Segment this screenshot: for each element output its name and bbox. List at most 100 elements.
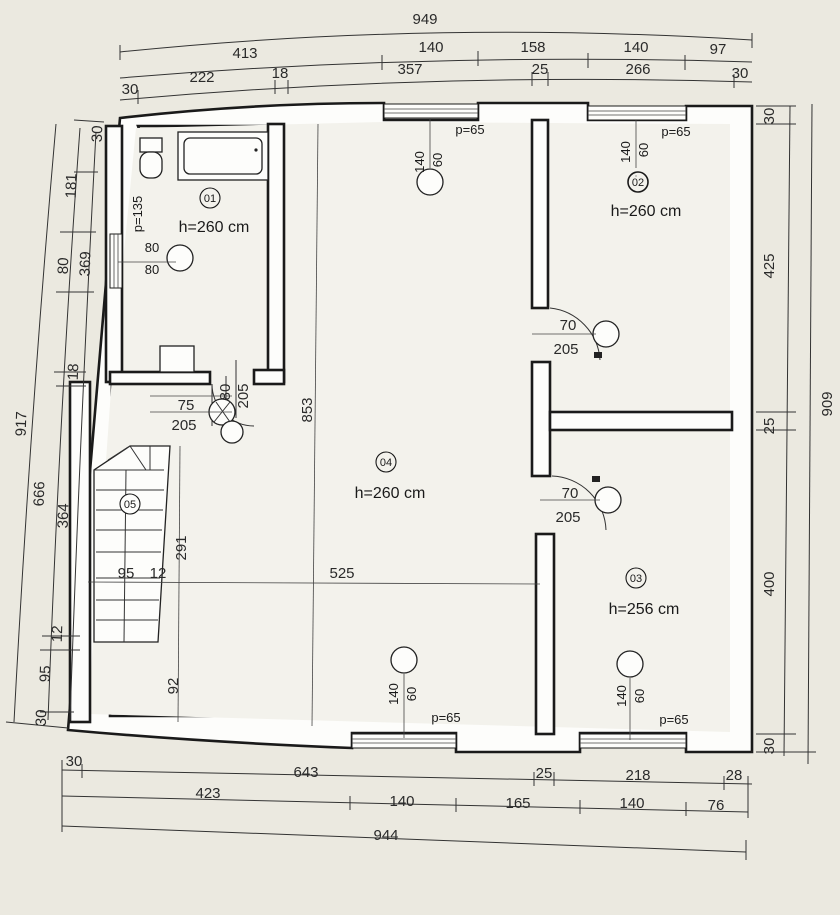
dim-bottom-140a: 140 xyxy=(389,793,414,810)
dim-top-357: 357 xyxy=(397,61,422,78)
dim-top-total: 949 xyxy=(412,11,437,28)
walls xyxy=(66,101,754,754)
wall-central-upper xyxy=(530,118,550,310)
room-03-height: h=256 cm xyxy=(609,601,680,618)
window-bath xyxy=(109,233,123,289)
door-03-width: 70 xyxy=(562,485,579,502)
dim-right-425: 425 xyxy=(761,253,778,278)
dim-top-140a: 140 xyxy=(418,39,443,56)
dim-left-917: 917 xyxy=(13,411,31,437)
wall-bath-right xyxy=(266,122,286,384)
win-top-left-width: 140 xyxy=(412,151,427,173)
wall-central-mid xyxy=(530,360,552,478)
dim-top-25: 25 xyxy=(532,61,549,78)
dim-top-413: 413 xyxy=(232,45,257,62)
wall-central-lower xyxy=(534,532,556,736)
room-04-number: 04 xyxy=(380,457,392,469)
dim-525: 525 xyxy=(329,565,354,582)
right-dimensions: 30 425 25 400 30 909 xyxy=(756,103,836,765)
light-room04-bottom xyxy=(390,646,418,674)
dim-right-400: 400 xyxy=(761,571,778,596)
window-top-left xyxy=(383,103,479,119)
bottom-dimensions: 30 643 25 218 28 423 140 165 140 76 944 xyxy=(61,753,753,860)
dim-bottom-25: 25 xyxy=(536,765,553,782)
win-bottom-right-width: 140 xyxy=(614,685,629,707)
room-05-number: 05 xyxy=(124,499,136,511)
room-02-height: h=260 cm xyxy=(611,203,682,220)
windows xyxy=(109,103,687,749)
dim-top-30a: 30 xyxy=(122,81,139,98)
door-bath-width: 75 xyxy=(178,397,195,414)
light-bath xyxy=(166,244,194,272)
dim-top-97: 97 xyxy=(710,41,727,58)
dim-left-30a: 30 xyxy=(89,125,107,142)
wall-bath-bottom-b xyxy=(252,368,286,386)
room-01-number: 01 xyxy=(204,193,216,205)
wall-bath-bottom-a xyxy=(108,370,212,386)
dim-top-222: 222 xyxy=(189,69,214,86)
dim-bottom-76: 76 xyxy=(708,797,725,814)
room-04-height: h=260 cm xyxy=(355,485,426,502)
door-02-height: 205 xyxy=(553,341,578,358)
door-bath-extra1: 80 xyxy=(217,384,234,401)
dim-left-12: 12 xyxy=(49,625,67,642)
dim-left-369: 369 xyxy=(77,251,95,277)
dim-right-25: 25 xyxy=(761,418,778,435)
dim-top-266: 266 xyxy=(625,61,650,78)
dim-left-181: 181 xyxy=(63,173,81,199)
win-top-left-height: 60 xyxy=(430,153,445,167)
dim-top-158: 158 xyxy=(520,39,545,56)
door-02-width: 70 xyxy=(560,317,577,334)
win-bottom-right-sill: p=65 xyxy=(659,712,688,727)
dim-left-95: 95 xyxy=(37,665,55,682)
dim-left-364: 364 xyxy=(55,503,73,529)
dim-bottom-218: 218 xyxy=(625,767,650,784)
room-03-number: 03 xyxy=(630,573,642,585)
door-03-height: 205 xyxy=(555,509,580,526)
dim-bottom-140b: 140 xyxy=(619,795,644,812)
wall-02-03 xyxy=(548,410,734,432)
room-02-number: 02 xyxy=(632,177,644,189)
dim-bottom-423: 423 xyxy=(195,785,220,802)
toilet xyxy=(139,137,163,153)
light-room04-top xyxy=(416,168,444,196)
stairs xyxy=(93,445,171,643)
window-bottom-right xyxy=(579,733,687,749)
dim-top-140b: 140 xyxy=(623,39,648,56)
dim-bottom-643: 643 xyxy=(293,764,318,781)
annotations: 140 60 p=65 140 60 p=65 140 60 p=65 140 … xyxy=(118,122,691,727)
room-01-height: h=260 cm xyxy=(179,219,250,236)
dim-bottom-28: 28 xyxy=(726,767,743,784)
dim-left-80: 80 xyxy=(55,257,73,274)
win-bottom-right-height: 60 xyxy=(632,689,647,703)
door-bath-height: 205 xyxy=(171,417,196,434)
dim-bottom-30: 30 xyxy=(66,753,83,770)
dim-95: 95 xyxy=(118,565,135,582)
door-bath-extra2: 205 xyxy=(235,383,252,408)
win-bottom-left-width: 140 xyxy=(386,683,401,705)
win-top-right-height: 60 xyxy=(636,143,651,157)
dim-right-30a: 30 xyxy=(761,108,778,125)
light-02-door xyxy=(592,320,620,348)
top-dimensions: 949 413 140 158 140 97 30 222 18 357 25 … xyxy=(119,11,753,104)
win-bath-height: 80 xyxy=(145,262,159,277)
dim-12: 12 xyxy=(150,565,167,582)
win-top-left-sill: p=65 xyxy=(455,122,484,137)
win-bottom-left-height: 60 xyxy=(404,687,419,701)
interior-lines xyxy=(87,118,637,740)
dim-right-909: 909 xyxy=(819,391,836,416)
light-room03-bottom xyxy=(616,650,644,678)
dim-lower-92: 92 xyxy=(165,678,182,695)
win-bath-width: 80 xyxy=(145,240,159,255)
dim-bottom-165: 165 xyxy=(505,795,530,812)
dim-left-666: 666 xyxy=(31,481,49,507)
wall-left-outer xyxy=(68,380,92,724)
washbasin xyxy=(159,345,195,373)
win-top-right-sill: p=65 xyxy=(661,124,690,139)
left-dimensions: 917 666 95 30 30 181 80 369 18 364 12 xyxy=(5,119,107,729)
win-bottom-left-sill: p=65 xyxy=(431,710,460,725)
dim-stair-291: 291 xyxy=(173,535,190,560)
dim-living-853: 853 xyxy=(299,397,316,422)
room-labels: 01 h=260 cm 02 h=260 cm 03 h=256 cm 04 h… xyxy=(119,171,682,618)
dim-left-30b: 30 xyxy=(33,709,51,726)
